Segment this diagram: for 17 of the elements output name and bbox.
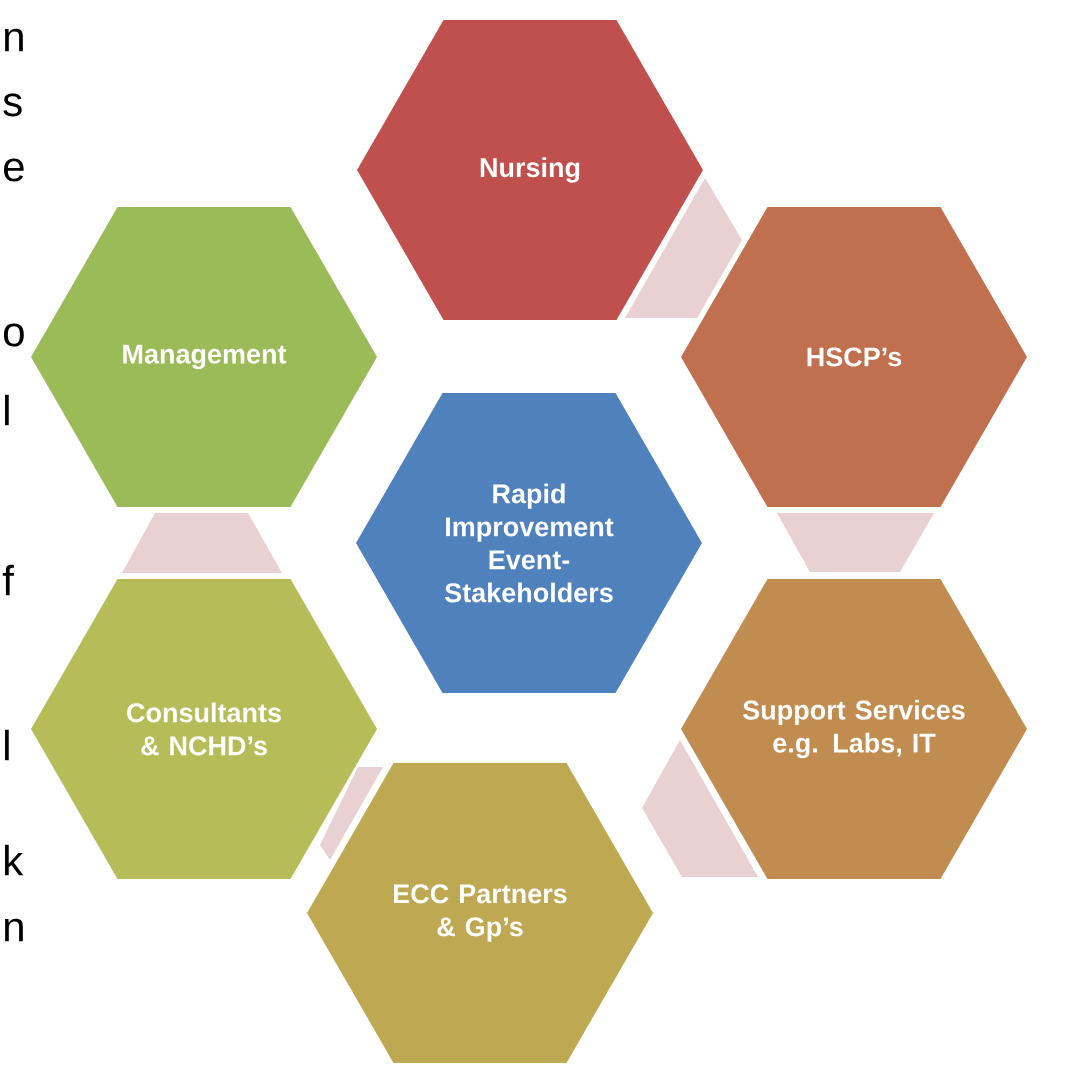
connector-shape bbox=[642, 740, 758, 877]
connector-shape bbox=[625, 178, 742, 318]
hexagon: Management bbox=[31, 207, 377, 507]
connector-shape bbox=[320, 767, 383, 860]
hexagon: Consultants & NCHD’s bbox=[31, 579, 377, 879]
text-fragment: f bbox=[2, 564, 14, 596]
hexagon: Nursing bbox=[357, 20, 703, 320]
text-fragment: s bbox=[3, 93, 22, 117]
connector-shape bbox=[777, 513, 934, 572]
text-fragment: n bbox=[5, 28, 23, 52]
hexagon: ECC Partners & Gp’s bbox=[307, 763, 653, 1063]
text-fragment: n bbox=[5, 918, 23, 942]
connector-shape bbox=[122, 513, 282, 573]
hexagon: Rapid Improvement Event- Stakeholders bbox=[356, 393, 702, 693]
text-fragment: e bbox=[4, 158, 24, 182]
hexagon: HSCP’s bbox=[681, 207, 1027, 507]
hexagon: Support Services e.g. Labs, IT bbox=[681, 579, 1027, 879]
